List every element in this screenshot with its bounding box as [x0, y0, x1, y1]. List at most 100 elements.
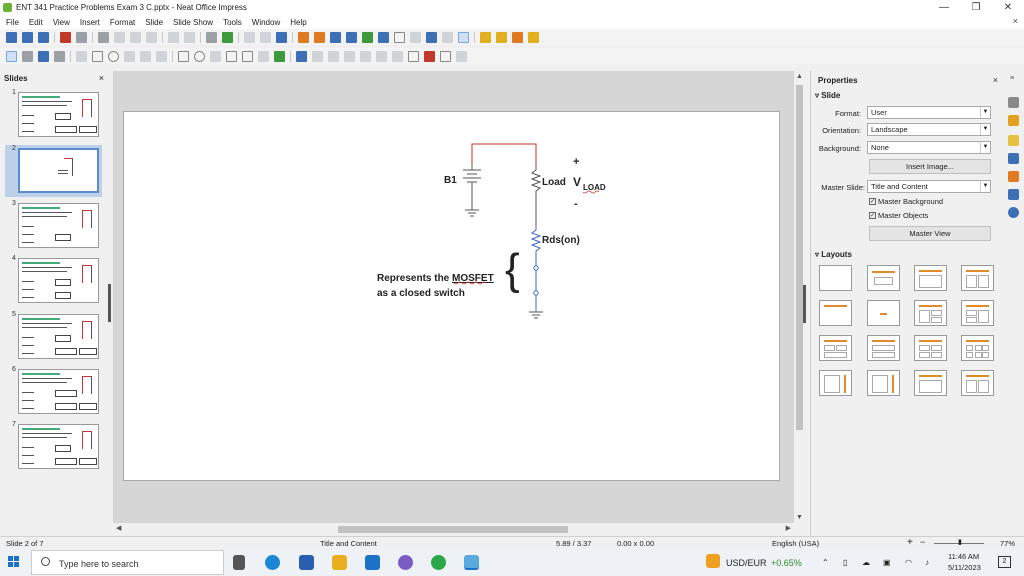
wifi-icon[interactable]: ◠ [905, 558, 912, 567]
layout-title-content-over-content[interactable] [867, 335, 900, 361]
align-objects-icon[interactable] [312, 50, 323, 62]
table-icon[interactable] [330, 31, 341, 43]
slide-thumbnail-2[interactable]: 2 [0, 145, 108, 197]
format-dropdown[interactable]: User▼ [867, 106, 991, 119]
insert-image-icon[interactable] [346, 31, 357, 43]
menu-format[interactable]: Format [109, 17, 136, 27]
settings-app-icon[interactable] [398, 555, 413, 570]
layout-title-only[interactable] [819, 300, 852, 326]
tray-cloud-icon[interactable]: ☁ [862, 558, 870, 567]
background-dropdown[interactable]: None▼ [867, 141, 991, 154]
notifications-badge[interactable]: 2 [998, 556, 1011, 568]
text-box-icon[interactable] [394, 31, 405, 43]
menu-file[interactable]: File [6, 17, 19, 27]
slide-thumbnail-7[interactable]: 7 [0, 421, 108, 473]
layout-title-slide[interactable] [867, 265, 900, 291]
line-color-icon[interactable] [38, 50, 49, 62]
volume-icon[interactable]: ♪ [925, 558, 929, 567]
basic-shapes-icon[interactable] [178, 50, 189, 62]
rotate-icon[interactable] [296, 50, 307, 62]
mail-icon[interactable] [365, 555, 380, 570]
neat-office-taskbar-icon[interactable] [464, 555, 479, 570]
filter-icon[interactable] [392, 50, 403, 62]
cut-icon[interactable] [98, 31, 109, 43]
maximize-button[interactable]: ❐ [971, 2, 981, 13]
rectangle-icon[interactable] [92, 50, 103, 62]
insert-line-icon[interactable] [76, 50, 87, 62]
windows-start-icon[interactable] [8, 556, 20, 568]
scroll-left-icon[interactable]: ◀ [116, 525, 122, 532]
symbol-shapes-icon[interactable] [194, 50, 205, 62]
grid-icon[interactable] [244, 31, 255, 43]
insert-image-button[interactable]: Insert Image... [869, 159, 991, 174]
scroll-down-icon[interactable]: ▼ [796, 514, 803, 521]
navigator-deck-icon[interactable] [1008, 207, 1019, 218]
animation-icon[interactable] [496, 31, 507, 43]
close-document-button[interactable]: × [1012, 16, 1018, 26]
zoom-in-button[interactable]: + [907, 537, 913, 548]
arrange-icon[interactable] [328, 50, 339, 62]
zoom-slider[interactable] [934, 543, 984, 544]
properties-deck-icon[interactable] [1008, 97, 1019, 108]
menu-insert[interactable]: Insert [79, 17, 100, 27]
slide-thumbnail-6[interactable]: 6 [0, 366, 108, 418]
sidebar-menu-icon[interactable]: ≡ [1010, 75, 1015, 82]
start-first-slide-icon[interactable] [298, 31, 309, 43]
slides-pane-splitter[interactable] [108, 284, 111, 322]
edge-browser-icon[interactable] [265, 555, 280, 570]
zoom-out-button[interactable]: − [920, 537, 926, 547]
layout-title-content[interactable] [914, 265, 947, 291]
lines-arrows-icon[interactable] [124, 50, 135, 62]
new-icon[interactable] [6, 31, 17, 43]
tray-device-icon[interactable]: ▯ [843, 558, 848, 567]
find-replace-icon[interactable] [206, 31, 217, 43]
styles-deck-icon[interactable] [1008, 171, 1019, 182]
menu-view[interactable]: View [52, 17, 70, 27]
distribute-icon[interactable] [344, 50, 355, 62]
menu-tools[interactable]: Tools [223, 17, 242, 27]
close-window-button[interactable]: ✕ [1003, 2, 1013, 13]
layout-title-6-content[interactable] [961, 335, 994, 361]
hyperlink-icon[interactable] [442, 31, 453, 43]
menu-edit[interactable]: Edit [28, 17, 43, 27]
clone-formatting-icon[interactable] [146, 31, 157, 43]
master-slide-dropdown[interactable]: Title and Content▼ [867, 180, 991, 193]
transitions-icon[interactable] [480, 31, 491, 43]
slide-thumbnail-5[interactable]: 5 [0, 311, 108, 363]
layout-title-4-content[interactable] [914, 335, 947, 361]
horizontal-scrollbar[interactable]: ◀ ▶ [113, 523, 794, 536]
media-icon[interactable] [378, 31, 389, 43]
select-pointer-icon[interactable] [6, 50, 17, 62]
green-app-icon[interactable] [431, 555, 446, 570]
vertical-scroll-thumb[interactable] [796, 85, 803, 430]
navigator-icon[interactable] [528, 31, 539, 43]
curves-polygons-icon[interactable] [140, 50, 151, 62]
layout-title-2-content-over-content[interactable] [819, 335, 852, 361]
tray-chevron-up-icon[interactable]: ⌃ [822, 558, 829, 567]
slide-thumbnail-3[interactable]: 3 [0, 200, 108, 252]
block-arrows-icon[interactable] [210, 50, 221, 62]
menu-window[interactable]: Window [251, 17, 281, 27]
menu-slide-show[interactable]: Slide Show [173, 17, 214, 27]
connectors-icon[interactable] [156, 50, 167, 62]
layout-blank[interactable] [819, 265, 852, 291]
slide-transition-deck-icon[interactable] [1008, 115, 1019, 126]
export-pdf-icon[interactable] [60, 31, 71, 43]
stars-icon[interactable] [258, 50, 269, 62]
open-icon[interactable] [22, 31, 33, 43]
master-slide-icon[interactable] [276, 31, 287, 43]
draw-line-icon[interactable] [458, 31, 469, 43]
layout-title-2-content-and-content[interactable] [914, 300, 947, 326]
layouts-section-header[interactable]: ▿ Layouts [815, 250, 852, 259]
fill-color-icon[interactable] [54, 50, 65, 62]
microsoft-store-icon[interactable] [299, 555, 314, 570]
file-explorer-icon[interactable] [332, 555, 347, 570]
points-icon[interactable] [408, 50, 419, 62]
master-background-checkbox[interactable]: ✓Master Background [869, 197, 943, 206]
display-views-icon[interactable] [260, 31, 271, 43]
print-icon[interactable] [76, 31, 87, 43]
clock-time[interactable]: 11:46 AM [948, 552, 980, 561]
scroll-right-icon[interactable]: ▶ [785, 525, 791, 532]
fontwork-icon[interactable] [426, 31, 437, 43]
close-slides-pane-button[interactable]: × [98, 73, 104, 83]
